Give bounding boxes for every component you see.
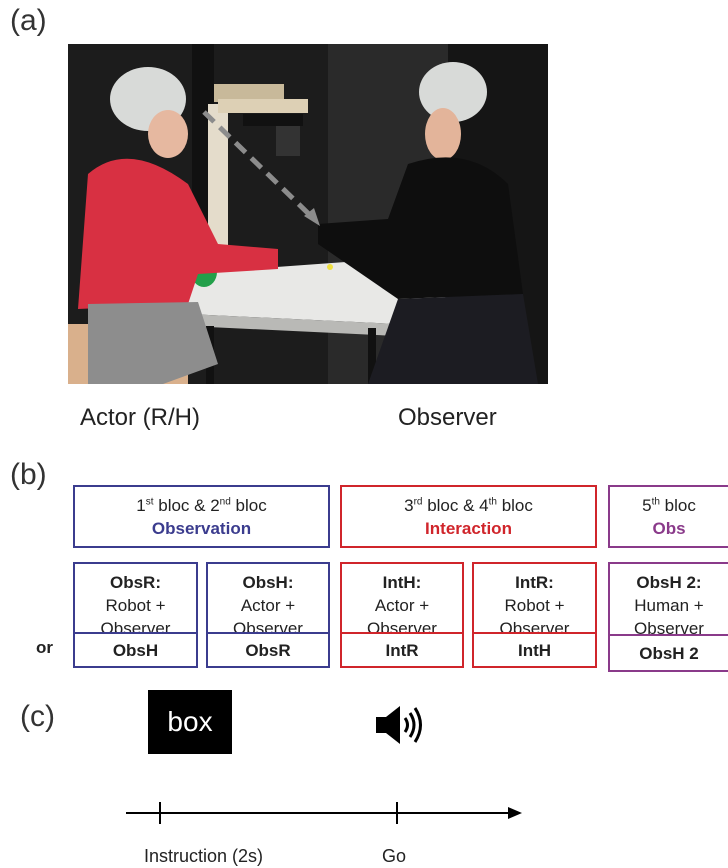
alt-obsr: ObsR [206,632,330,668]
header-obs: 5th bloc Obs [608,485,728,548]
condition-name: IntH: [382,572,422,592]
condition-line: Human + [634,595,704,615]
condition-obsh2: ObsH 2: Human + Observer [608,562,728,648]
alt-obsh2: ObsH 2 [608,634,728,672]
panel-a-letter: (a) [10,4,47,37]
condition-line: Robot + [105,595,166,615]
header-bloc-line: 5th bloc [642,495,696,515]
condition-line: Robot + [504,595,565,615]
condition-line: Actor + [240,595,296,615]
alt-inth: IntH [472,632,597,668]
header-interaction: 3rd bloc & 4th bloc Interaction [340,485,597,548]
header-bloc-line: 3rd bloc & 4th bloc [404,495,533,515]
condition-name: ObsH 2: [636,572,702,592]
condition-name: ObsR: [110,572,161,592]
header-title: Interaction [425,518,512,538]
panel-b-letter: (b) [10,458,47,491]
observer-caption: Observer [398,404,497,431]
instruction-label: Instruction (2s) [144,846,264,866]
header-bloc-line: 1st bloc & 2nd bloc [136,495,267,515]
alt-obsh: ObsH [73,632,198,668]
or-label: or [36,638,53,657]
actor-caption: Actor (R/H) [80,404,200,431]
alt-intr: IntR [340,632,464,668]
header-title: Observation [151,518,252,538]
go-label: Go [382,846,407,866]
condition-line: Observer [634,618,704,638]
header-observation: 1st bloc & 2nd bloc Observation [73,485,330,548]
condition-name: IntR: [515,572,554,592]
instruction-box: box [148,690,232,754]
timeline-axis [126,802,522,824]
speaker-icon [376,706,422,744]
panel-c-letter: (c) [20,700,55,733]
condition-name: ObsH: [242,572,294,592]
experiment-photo [68,44,548,384]
condition-line: Actor + [374,595,430,615]
header-title: Obs [652,518,686,538]
